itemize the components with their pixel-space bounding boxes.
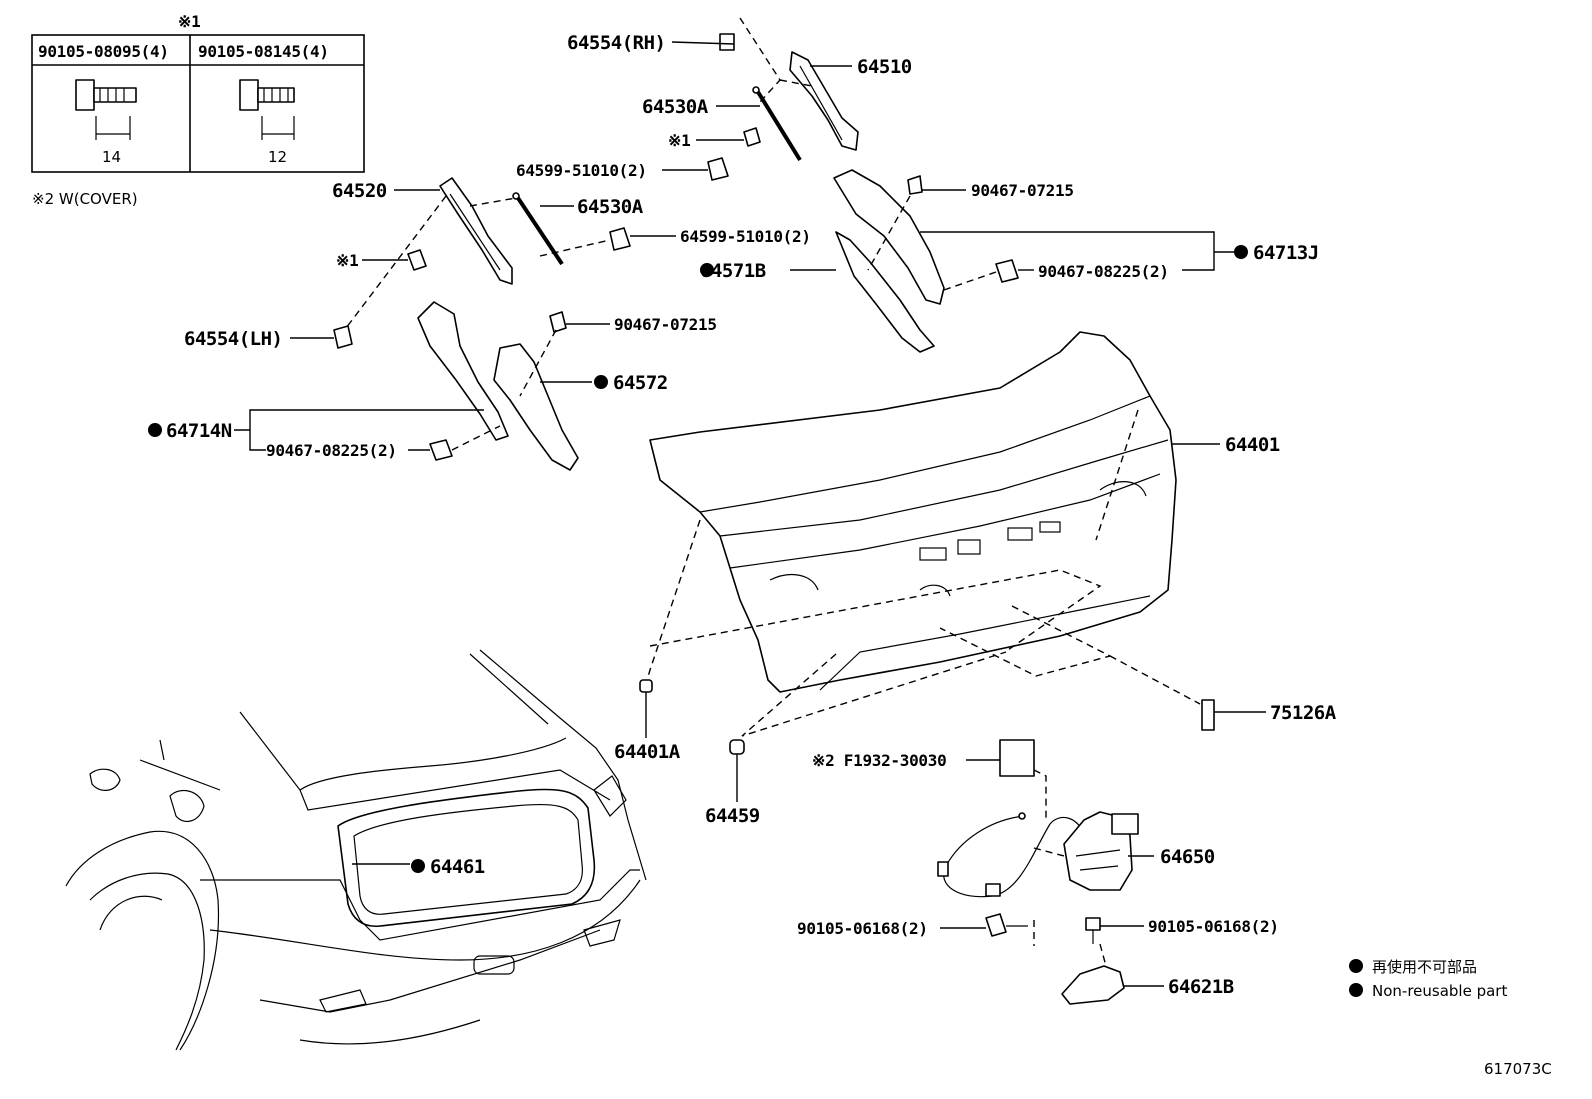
cover-rh-icon: [719, 33, 735, 51]
table-mark: ※1: [178, 12, 200, 31]
cover-note: ※2 W(COVER): [32, 190, 138, 208]
lock-assembly: [1063, 811, 1139, 891]
label-90105-06168-r: 90105-06168(2): [1148, 917, 1279, 936]
label-64599-top: 64599-51010(2): [516, 161, 647, 180]
label-64510: 64510: [857, 56, 912, 78]
label-64714n: 64714N: [166, 420, 232, 442]
non-reusable-dot: [411, 859, 425, 873]
non-reusable-dot: [1234, 245, 1248, 259]
emblem-icon: [1201, 699, 1215, 731]
non-reusable-dot: [594, 375, 608, 389]
hinge-cover-upper-lh: [417, 301, 509, 441]
label-64401: 64401: [1225, 434, 1280, 456]
label-64571b: 64571B: [700, 260, 766, 282]
table-dim1: 14: [102, 148, 121, 166]
label-64461: 64461: [430, 856, 485, 878]
label-64572: 64572: [613, 372, 668, 394]
hinge-cover-lower-rh: [835, 231, 935, 353]
legend: 再使用不可部品 Non-reusable part: [1349, 958, 1507, 1000]
opener-switch: [1061, 965, 1125, 1005]
hinge-cover-lower-lh: [493, 343, 579, 471]
gas-stay-top: [752, 86, 802, 162]
label-64621b: 64621B: [1168, 976, 1234, 998]
label-64530a: 64530A: [577, 196, 644, 218]
diagram-id: 617073C: [1484, 1060, 1552, 1078]
label-64401a: 64401A: [614, 741, 681, 763]
label-64459: 64459: [705, 805, 760, 827]
label-64520: 64520: [332, 180, 387, 202]
non-reusable-dot: [1349, 983, 1363, 997]
label-mark1-top: ※1: [668, 131, 690, 150]
label-90105-06168-l: 90105-06168(2): [797, 919, 928, 938]
bolt-icon: [75, 79, 137, 140]
bolt-icon: [407, 249, 427, 271]
non-reusable-dot: [148, 423, 162, 437]
car-rear-view: [65, 649, 647, 1051]
bolt-icon: [743, 127, 761, 147]
table-col2-header: 90105-08145(4): [198, 42, 329, 61]
bolt-icon: [1085, 917, 1101, 931]
label-sticker-icon: [999, 739, 1035, 777]
label-90467-08225-l: 90467-08225(2): [266, 441, 397, 460]
table-dim2: 12: [268, 148, 287, 166]
label-64650: 64650: [1160, 846, 1215, 868]
label-mark1-left: ※1: [336, 251, 358, 270]
clip-icon: [995, 259, 1019, 283]
hinge-cover-upper-rh: [833, 169, 945, 305]
release-cable: [937, 812, 1087, 898]
label-90467-08225-r: 90467-08225(2): [1038, 262, 1169, 281]
bolt-icon: [985, 913, 1007, 937]
cover-lh-icon: [333, 325, 353, 349]
legend-en: Non-reusable part: [1372, 982, 1507, 1000]
clip-icon: [429, 439, 453, 461]
clip-icon: [549, 311, 567, 333]
clip-icon: [907, 175, 923, 195]
trunk-lid: [649, 331, 1177, 693]
label-64554lh: 64554(LH): [184, 328, 282, 350]
label-64530a-top: 64530A: [642, 96, 709, 118]
hinge-lh: [439, 177, 513, 285]
clip-icon: [707, 157, 729, 181]
label-75126a: 75126A: [1270, 702, 1337, 724]
bumper-icon: [639, 679, 653, 693]
hinge-rh: [789, 51, 859, 151]
non-reusable-dot: [1349, 959, 1363, 973]
label-90467-07215-l: 90467-07215: [614, 315, 717, 334]
label-64599: 64599-51010(2): [680, 227, 811, 246]
cushion-icon: [729, 739, 745, 755]
bolt-icon: [239, 79, 295, 140]
legend-jp: 再使用不可部品: [1372, 958, 1477, 976]
bolt-table: ※1 90105-08095(4) 90105-08145(4) 14 12: [31, 12, 365, 173]
clip-icon: [609, 227, 631, 251]
non-reusable-dot: [700, 263, 714, 277]
label-f1932: ※2 F1932-30030: [812, 751, 946, 770]
label-90467-07215-r: 90467-07215: [971, 181, 1074, 200]
label-64554rh: 64554(RH): [567, 32, 665, 54]
table-col1-header: 90105-08095(4): [38, 42, 169, 61]
label-64713j: 64713J: [1253, 242, 1319, 264]
